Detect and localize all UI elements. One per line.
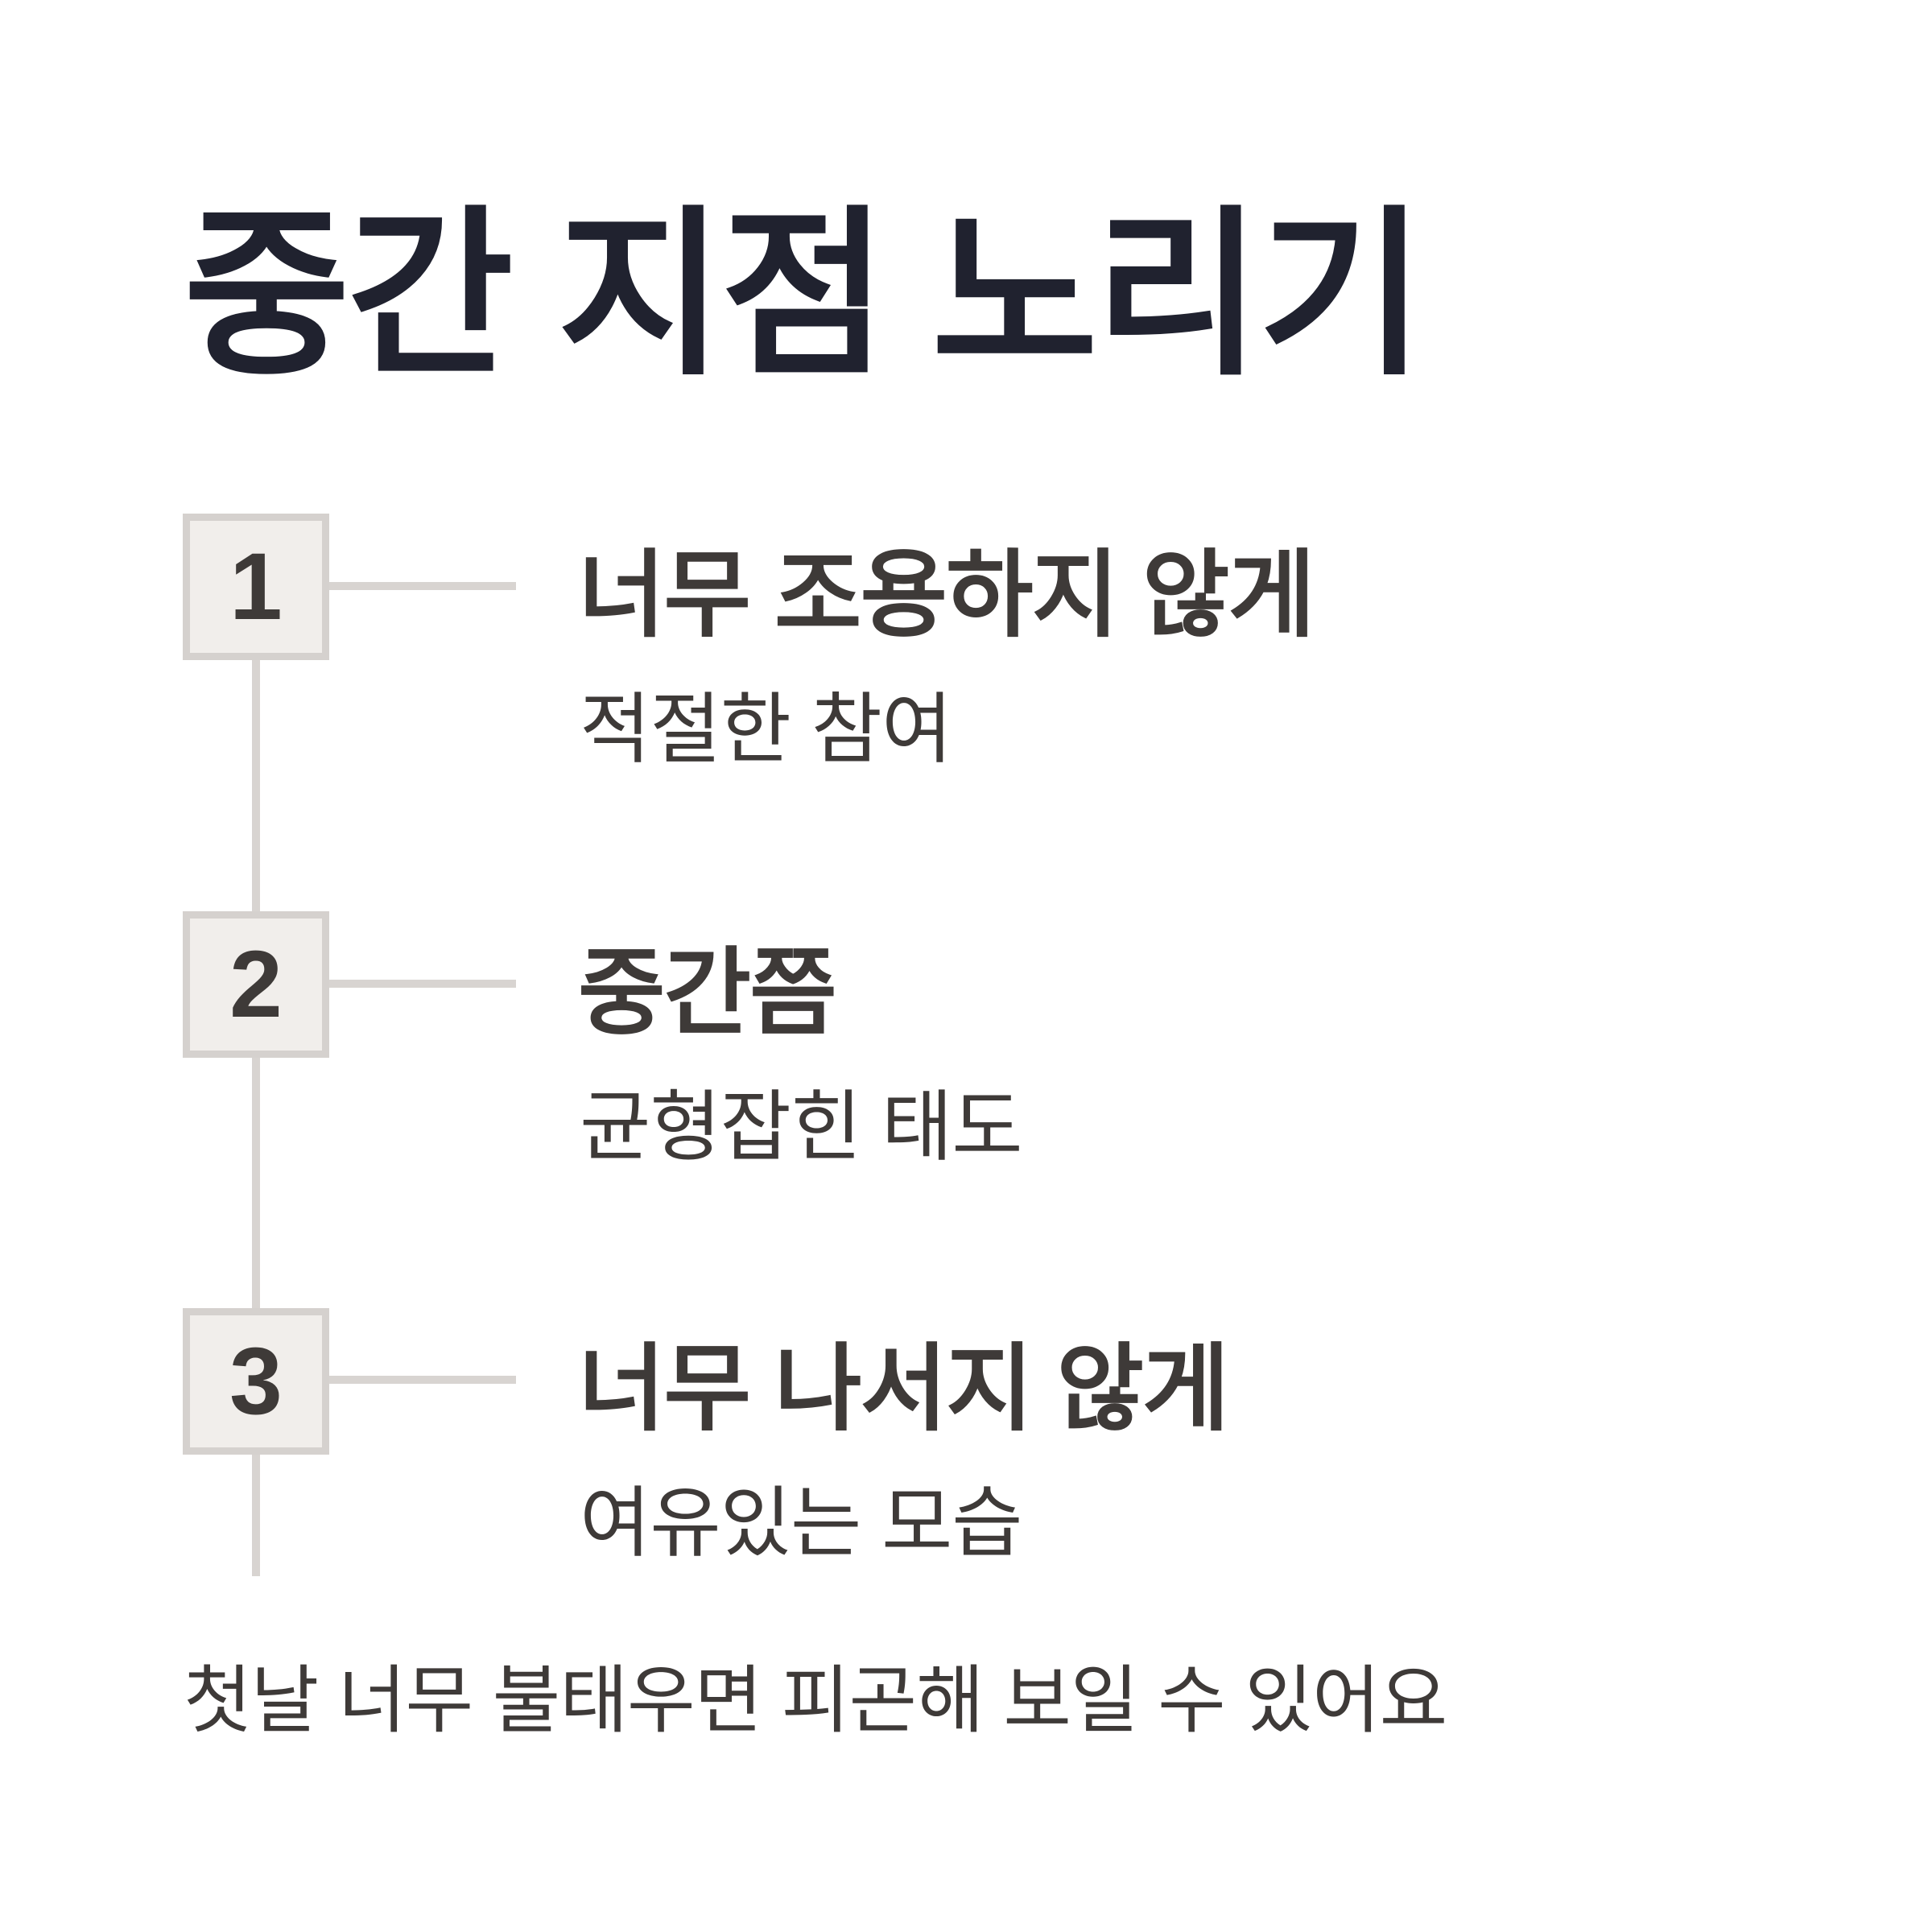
step-number: 2 [229,931,283,1038]
page-title: 중간 지점 노리기 [184,192,1425,396]
step-number-box-3: 3 [183,1308,329,1455]
timeline-vertical-line [252,1451,260,1576]
step-number-box-1: 1 [183,514,329,660]
step-title-2: 중간쯤 [578,939,837,1046]
step-subtitle-2: 균형잡힌 태도 [580,1084,1023,1170]
timeline-horizontal-connector [329,582,516,590]
footer-note: 첫날 너무 불태우면 피곤해 보일 수 있어요 [184,1659,1447,1742]
step-title-3: 너무 나서지 않게 [578,1335,1230,1443]
step-title-1: 너무 조용하지 않게 [578,542,1315,649]
step-subtitle-1: 적절한 참여 [580,686,952,773]
timeline-horizontal-connector [329,980,516,988]
timeline-vertical-line [252,1057,260,1308]
timeline-vertical-line [252,660,260,911]
step-number: 3 [229,1328,283,1435]
step-number: 1 [229,534,283,640]
step-subtitle-3: 여유있는 모습 [580,1480,1023,1567]
step-number-box-2: 2 [183,911,329,1058]
timeline-horizontal-connector [329,1376,516,1384]
